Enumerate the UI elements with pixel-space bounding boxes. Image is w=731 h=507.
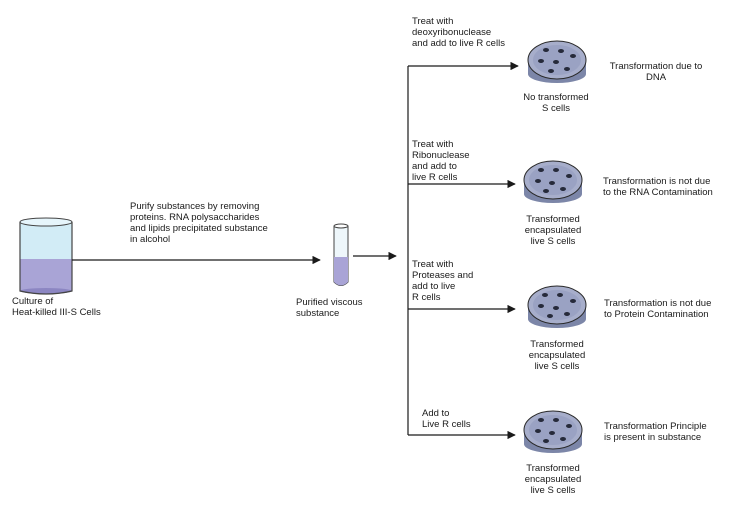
test-tube-icon xyxy=(333,223,349,286)
treatment-4-label: Add to Live R cells xyxy=(422,408,471,430)
treatment-2-label: Treat with Ribonuclease and add to live … xyxy=(412,139,470,183)
petri-dish-1-icon xyxy=(527,40,587,83)
result-2-label: Transformed encapsulated live S cells xyxy=(524,214,582,247)
treatment-3-label: Treat with Proteases and add to live R c… xyxy=(412,259,474,303)
conclusion-4-label: Transformation Principle is present in s… xyxy=(604,421,707,443)
petri-dish-4-icon xyxy=(523,410,583,453)
purification-instruction: Purify substances by removing proteins. … xyxy=(130,201,268,245)
purified-substance-label: Purified viscous substance xyxy=(296,297,363,319)
petri-dish-2-icon xyxy=(523,160,583,203)
petri-dish-3-icon xyxy=(527,285,587,328)
conclusion-1-label: Transformation due to DNA xyxy=(609,61,703,83)
result-4-label: Transformed encapsulated live S cells xyxy=(524,463,582,496)
result-3-label: Transformed encapsulated live S cells xyxy=(528,339,586,372)
result-1-label: No transformed S cells xyxy=(523,92,589,114)
beaker-icon xyxy=(19,217,73,295)
source-label: Culture of Heat-killed III-S Cells xyxy=(12,296,101,318)
conclusion-2-label: Transformation is not due to the RNA Con… xyxy=(603,176,713,198)
treatment-1-label: Treat with deoxyribonuclease and add to … xyxy=(412,16,505,49)
conclusion-3-label: Transformation is not due to Protein Con… xyxy=(604,298,712,320)
